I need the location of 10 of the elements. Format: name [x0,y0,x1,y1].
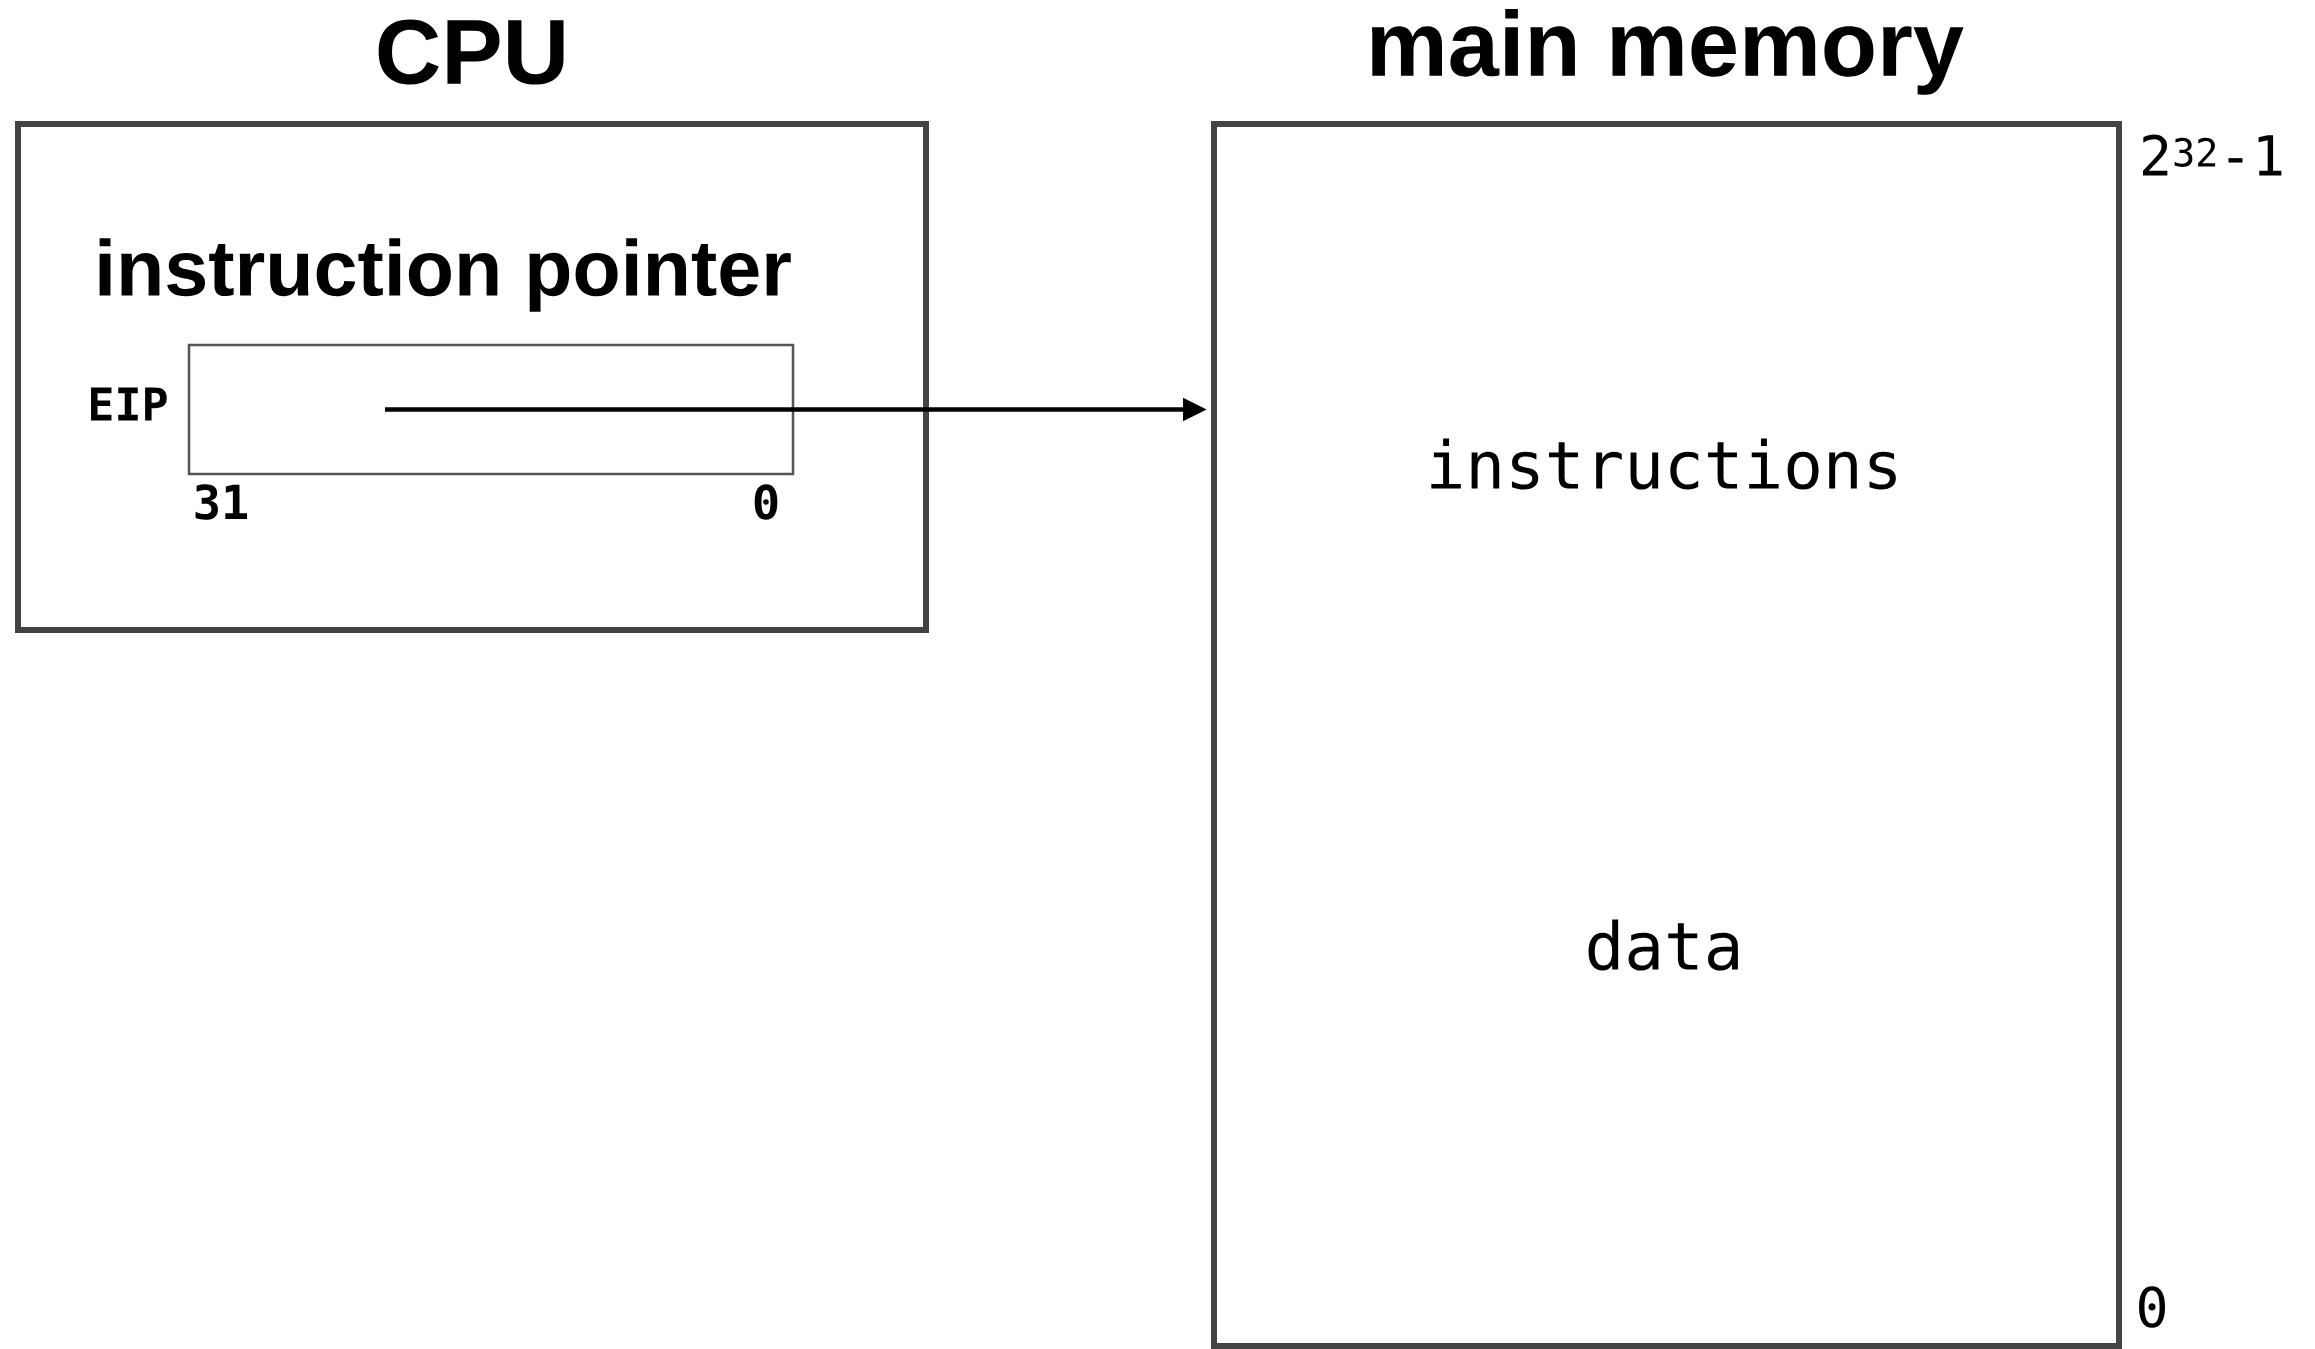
box-title: main memory [1372,9,1964,95]
register-name: EIP [91,387,167,421]
address-label: 2$^{32}$-1 [2143,134,2282,176]
box-title: CPU [378,19,564,85]
memory-region-label: instructions [1431,438,1896,490]
memory-region-label: data [1588,919,1738,971]
register-heading: instruction pointer [99,238,791,312]
bit-number: 31 [195,484,248,520]
address-label: 0 [2139,1286,2165,1328]
bit-number: 0 [754,484,778,520]
